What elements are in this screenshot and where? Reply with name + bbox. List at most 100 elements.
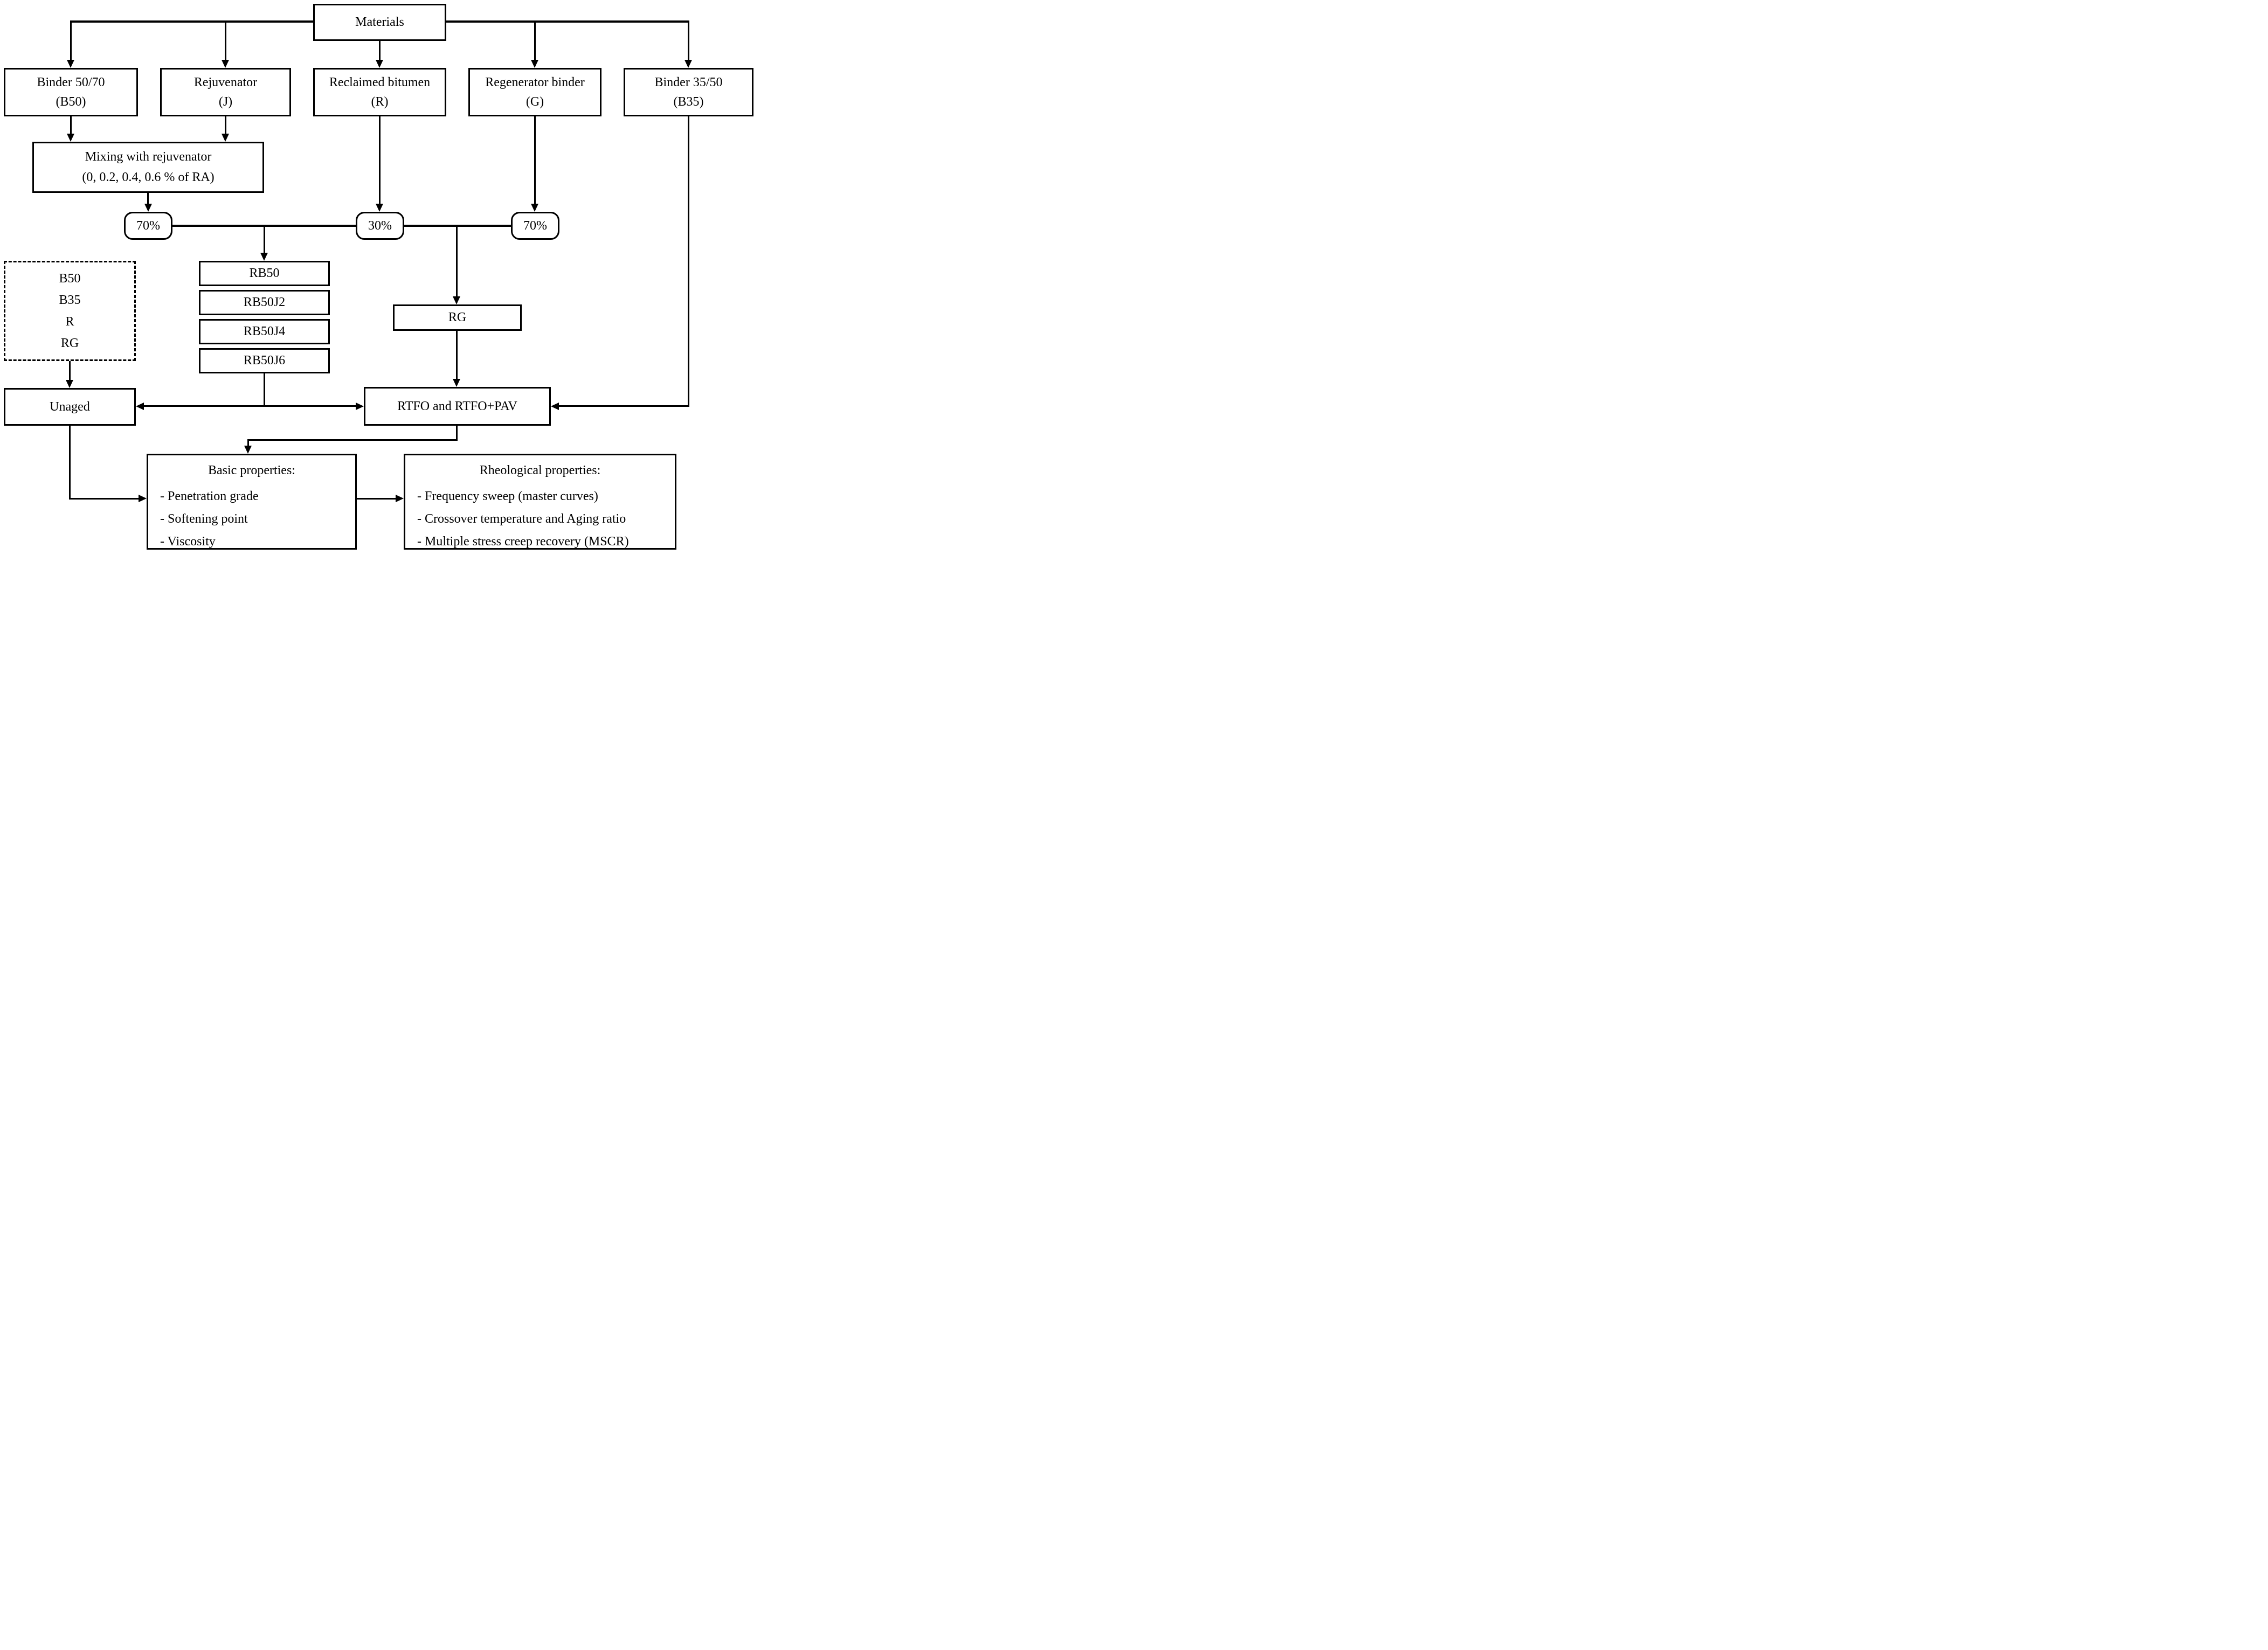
arrowhead-into-pct70-right	[531, 204, 538, 212]
arrowhead-into-reclaimed-bitumen	[376, 60, 383, 68]
node-mixing-line2: (0, 0.2, 0.4, 0.6 % of RA)	[82, 170, 215, 185]
node-rg: RG	[393, 304, 522, 331]
arrowhead-into-binder-35-50	[684, 60, 692, 68]
sample-group-item-b50: B50	[59, 271, 81, 286]
connector-rtfo-to-basic-horizontal	[247, 439, 458, 441]
sample-group-item-b35: B35	[59, 293, 81, 307]
node-reclaimed-bitumen: Reclaimed bitumen (R)	[313, 68, 446, 116]
basic-properties-item-penetration: - Penetration grade	[160, 489, 259, 503]
node-unaged-label: Unaged	[50, 399, 90, 414]
node-reclaimed-bitumen-line2: (R)	[371, 94, 389, 109]
node-rejuvenator-line1: Rejuvenator	[193, 75, 258, 89]
arrowhead-into-pct70-left	[144, 204, 152, 212]
node-rg-label: RG	[448, 310, 467, 325]
arrowhead-into-mixing-left	[67, 134, 74, 142]
connector-regenerator-to-pct70-right	[534, 116, 536, 204]
node-rtfo-label: RTFO and RTFO+PAV	[397, 399, 517, 413]
rheological-properties-title: Rheological properties:	[479, 463, 601, 477]
connector-materials-to-binder-50-70	[70, 20, 72, 60]
node-rb50j4-label: RB50J4	[243, 324, 286, 339]
node-sample-group: B50 B35 R RG	[4, 261, 136, 361]
connector-binder-50-70-to-mixing	[70, 116, 72, 134]
node-pct70-right: 70%	[511, 212, 559, 240]
connector-reclaimed-to-pct30	[379, 116, 381, 204]
connector-materials-to-reclaimed-bitumen	[379, 41, 381, 60]
connector-rb50j6-down	[264, 373, 265, 407]
sample-group-item-r: R	[65, 314, 74, 329]
connector-sample-group-to-unaged	[69, 361, 71, 380]
arrowhead-into-mixing-right	[222, 134, 229, 142]
connector-binder-35-50-down	[688, 116, 689, 407]
node-basic-properties: Basic properties: - Penetration grade - …	[147, 454, 357, 550]
rheological-properties-item-mscr: - Multiple stress creep recovery (MSCR)	[417, 534, 629, 549]
arrowhead-into-rejuvenator	[222, 60, 229, 68]
arrowhead-into-rtfo-right	[551, 403, 559, 410]
node-binder-35-50-line2: (B35)	[673, 94, 704, 109]
arrowhead-into-rheological-left	[396, 495, 404, 502]
node-rb50j2: RB50J2	[199, 290, 330, 315]
node-rb50: RB50	[199, 261, 330, 286]
node-binder-50-70: Binder 50/70 (B50)	[4, 68, 138, 116]
basic-properties-item-softening: - Softening point	[160, 511, 248, 526]
connector-materials-to-binder-35-50	[688, 20, 689, 60]
arrowhead-into-basic-top	[244, 446, 252, 454]
node-rtfo: RTFO and RTFO+PAV	[364, 387, 551, 426]
connector-rg-to-rtfo	[456, 331, 458, 379]
node-binder-35-50-line1: Binder 35/50	[654, 75, 723, 89]
connector-materials-to-rejuvenator	[225, 20, 226, 60]
arrowhead-into-rtfo-top	[453, 379, 460, 387]
arrowhead-into-pct30	[376, 204, 383, 212]
arrowhead-into-unaged-right	[136, 403, 144, 410]
connector-rb-to-unaged-and-rtfo	[144, 405, 356, 407]
arrowhead-into-rtfo-left	[356, 403, 364, 410]
node-rb50j6: RB50J6	[199, 348, 330, 373]
node-reclaimed-bitumen-line1: Reclaimed bitumen	[329, 75, 431, 89]
basic-properties-title: Basic properties:	[208, 463, 295, 477]
arrowhead-into-unaged	[66, 380, 73, 388]
node-unaged: Unaged	[4, 388, 136, 426]
flowchart-canvas: Materials Binder 50/70 (B50) Rejuvenator…	[0, 0, 756, 551]
rheological-properties-item-frequency: - Frequency sweep (master curves)	[417, 489, 598, 503]
node-rb50j6-label: RB50J6	[243, 353, 286, 368]
connector-basic-to-rheological	[357, 498, 396, 500]
node-binder-50-70-line2: (B50)	[56, 94, 86, 109]
arrowhead-into-rg	[453, 296, 460, 304]
node-binder-50-70-line1: Binder 50/70	[37, 75, 105, 89]
node-regenerator-binder-line2: (G)	[525, 94, 544, 109]
connector-pct30-to-pct70-right	[404, 225, 511, 227]
basic-properties-item-viscosity: - Viscosity	[160, 534, 216, 549]
node-pct70-left: 70%	[124, 212, 172, 240]
node-regenerator-binder: Regenerator binder (G)	[468, 68, 601, 116]
connector-blend-to-rb50	[264, 226, 265, 253]
node-pct30: 30%	[356, 212, 404, 240]
connector-rtfo-to-basic-stub	[247, 439, 249, 446]
node-rb50j2-label: RB50J2	[243, 295, 286, 310]
arrowhead-into-rb50	[260, 253, 268, 261]
connector-mixing-to-pct70-left	[147, 193, 149, 204]
node-materials-label: Materials	[355, 15, 404, 30]
arrowhead-into-regenerator-binder	[531, 60, 538, 68]
connector-binder-35-50-to-rtfo	[559, 405, 689, 407]
connector-rejuvenator-to-mixing	[225, 116, 226, 134]
connector-materials-to-regenerator-binder	[534, 20, 536, 60]
connector-unaged-to-basic	[69, 498, 139, 500]
connector-trunk-left	[70, 20, 313, 23]
node-mixing-with-rejuvenator: Mixing with rejuvenator (0, 0.2, 0.4, 0.…	[32, 142, 264, 193]
connector-blend-to-rg	[456, 226, 458, 297]
node-materials: Materials	[313, 4, 446, 41]
node-mixing-line1: Mixing with rejuvenator	[85, 149, 212, 164]
node-rheological-properties: Rheological properties: - Frequency swee…	[404, 454, 676, 550]
node-pct70-left-label: 70%	[136, 218, 160, 233]
connector-trunk-right	[446, 20, 689, 23]
rheological-properties-item-crossover: - Crossover temperature and Aging ratio	[417, 511, 626, 526]
arrowhead-into-basic-left	[139, 495, 147, 502]
node-pct70-right-label: 70%	[523, 218, 547, 233]
node-rb50-label: RB50	[249, 266, 280, 281]
arrowhead-into-binder-50-70	[67, 60, 74, 68]
node-binder-35-50: Binder 35/50 (B35)	[624, 68, 753, 116]
node-pct30-label: 30%	[368, 218, 392, 233]
connector-unaged-down	[69, 426, 71, 500]
node-rejuvenator-line2: (J)	[218, 94, 233, 109]
node-rb50j4: RB50J4	[199, 319, 330, 344]
sample-group-item-rg: RG	[60, 336, 79, 350]
